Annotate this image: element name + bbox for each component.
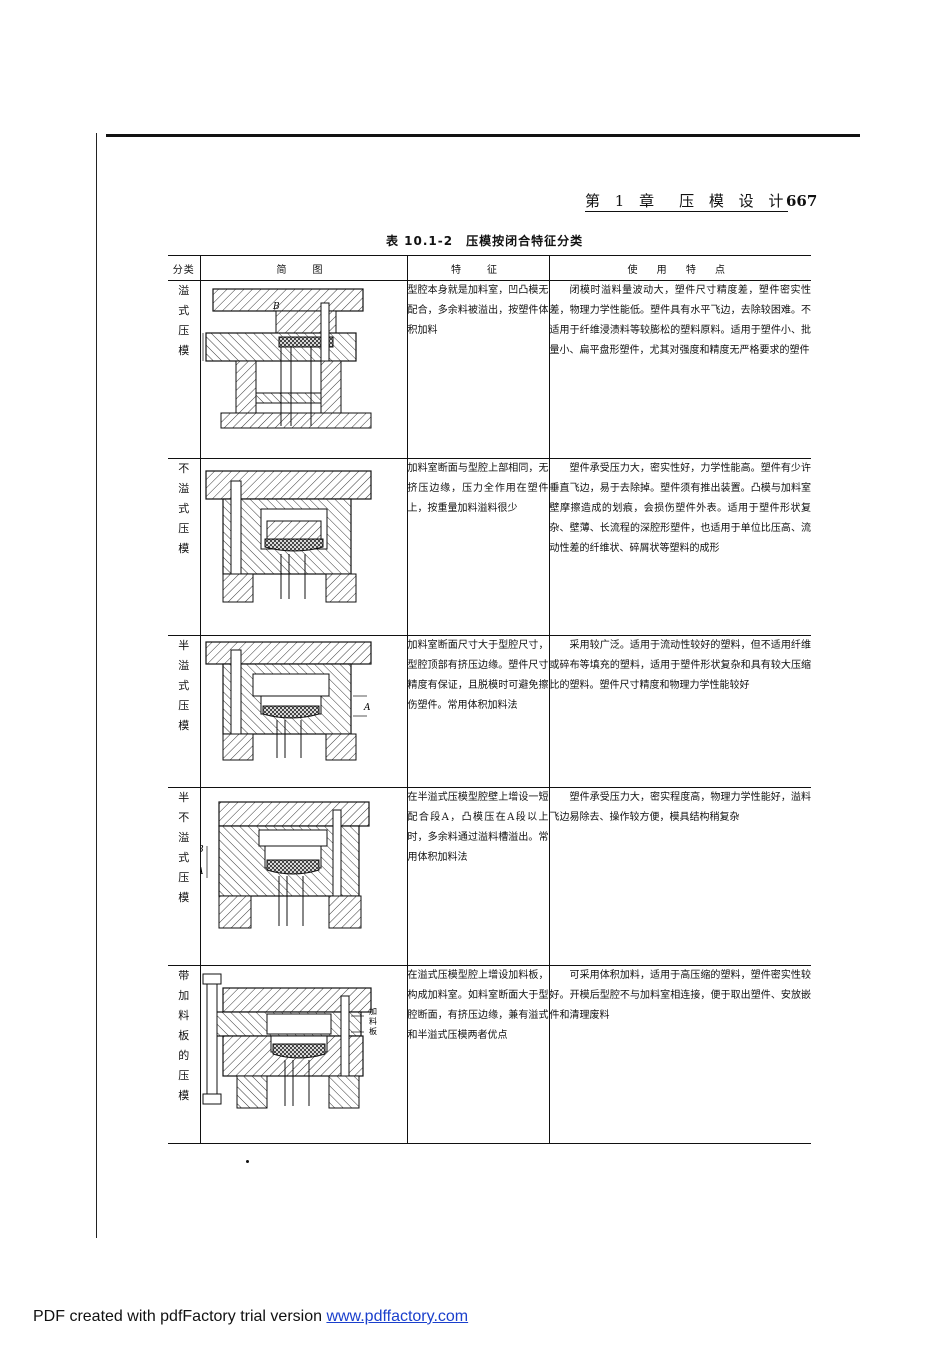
usage-cell: 闭模时溢料量波动大，塑件尺寸精度差，塑件密实性差，物理力学性能低。塑件具有水平飞… bbox=[549, 280, 811, 459]
category-char: 式 bbox=[178, 679, 190, 692]
usage-cell: 塑件承受压力大，密实性好，力学性能高。塑件有少许垂直飞边，易于去除掉。塑件须有推… bbox=[549, 458, 811, 636]
pdf-footer: PDF created with pdfFactory trial versio… bbox=[33, 1308, 468, 1326]
label-char: 加 bbox=[369, 1006, 377, 1016]
category-char: 不 bbox=[178, 811, 190, 824]
diagram-cell bbox=[200, 458, 408, 636]
footer-link[interactable]: www.pdffactory.com bbox=[326, 1308, 469, 1325]
col-header-usage: 使 用 特 点 bbox=[549, 255, 811, 281]
category-char: 压 bbox=[178, 1069, 190, 1082]
stray-dot bbox=[246, 1160, 249, 1163]
col-header-category: 分类 bbox=[168, 255, 201, 281]
loading-plate-mold-diagram: 加 料 板 bbox=[202, 973, 377, 1109]
footer-text: PDF created with pdfFactory trial versio… bbox=[33, 1308, 327, 1325]
category-char: 不 bbox=[178, 462, 190, 475]
dim-label: A bbox=[363, 703, 371, 713]
category-char: 模 bbox=[178, 542, 190, 555]
category-cell: 半 溢 式 压 模 bbox=[168, 635, 201, 788]
category-cell: 不 溢 式 压 模 bbox=[168, 458, 201, 636]
category-char: 带 bbox=[178, 969, 190, 982]
running-head: 第 1 章 压 模 设 计 bbox=[585, 192, 789, 212]
category-char: 溢 bbox=[178, 659, 190, 672]
col-header-feature: 特 征 bbox=[407, 255, 550, 281]
semi-positive-flash-mold-diagram: B A bbox=[201, 801, 370, 929]
category-char: 模 bbox=[178, 719, 190, 732]
category-cell: 溢 式 压 模 bbox=[168, 280, 201, 459]
category-cell: 半 不 溢 式 压 模 bbox=[168, 787, 201, 966]
category-char: 压 bbox=[178, 522, 190, 535]
category-char: 溢 bbox=[178, 284, 190, 297]
feature-cell: 在溢式压模型腔上增设加料板，构成加料室。如料室断面大于型腔断面，有挤压边缘，兼有… bbox=[407, 965, 550, 1144]
table-row: 带 加 料 板 的 压 模 bbox=[168, 965, 811, 1144]
header-rule bbox=[106, 134, 860, 137]
feature-cell: 型腔本身就是加料室，凹凸模无配合，多余料被溢出，按塑件体积加料 bbox=[407, 280, 550, 459]
col-header-diagram: 简 图 bbox=[200, 255, 408, 281]
dim-label: A bbox=[201, 344, 202, 354]
diagram-cell: 加 料 板 bbox=[200, 965, 408, 1144]
category-char: 压 bbox=[178, 871, 190, 884]
diagram-cell: B A bbox=[200, 280, 408, 459]
label-char: 料 bbox=[369, 1016, 377, 1026]
category-char: 半 bbox=[178, 791, 190, 804]
dim-label: A bbox=[201, 867, 204, 877]
table-row: 不 溢 式 压 模 bbox=[168, 458, 811, 636]
dim-label: B bbox=[201, 845, 204, 855]
category-char: 模 bbox=[178, 891, 190, 904]
flash-mold-diagram: B A bbox=[201, 288, 371, 429]
table-caption: 表 10.1-2 压模按闭合特征分类 bbox=[386, 234, 584, 248]
category-cell: 带 加 料 板 的 压 模 bbox=[168, 965, 201, 1144]
usage-cell: 塑件承受压力大，密实程度高，物理力学性能好，溢料飞边易除去、操作较方便，模具结构… bbox=[549, 787, 811, 966]
category-char: 式 bbox=[178, 304, 190, 317]
table-row: 半 不 溢 式 压 模 bbox=[168, 787, 811, 966]
category-char: 模 bbox=[178, 344, 190, 357]
category-char: 压 bbox=[178, 324, 190, 337]
category-char: 加 bbox=[178, 989, 190, 1002]
category-char: 式 bbox=[178, 502, 190, 515]
category-char: 溢 bbox=[178, 831, 190, 844]
category-char: 的 bbox=[178, 1049, 190, 1062]
category-char: 板 bbox=[178, 1029, 190, 1042]
category-char: 溢 bbox=[178, 482, 190, 495]
category-char: 式 bbox=[178, 851, 190, 864]
left-margin-rule bbox=[96, 133, 97, 1238]
page-number: 667 bbox=[786, 192, 818, 210]
category-char: 压 bbox=[178, 699, 190, 712]
feature-cell: 在半溢式压模型腔壁上增设一短配合段A，凸模压在A段以上时，多余料通过溢料槽溢出。… bbox=[407, 787, 550, 966]
positive-mold-diagram bbox=[204, 470, 372, 603]
usage-cell: 采用较广泛。适用于流动性较好的塑料，但不适用纤维或碎布等填充的塑料，适用于塑件形… bbox=[549, 635, 811, 788]
dim-label: B bbox=[272, 302, 280, 312]
table-row: 溢 式 压 模 bbox=[168, 280, 811, 459]
table-row: 半 溢 式 压 模 bbox=[168, 635, 811, 788]
feature-cell: 加料室断面与型腔上部相同，无挤压边缘，压力全作用在塑件上，按重量加料溢料很少 bbox=[407, 458, 550, 636]
semi-positive-mold-diagram: A bbox=[204, 641, 372, 761]
usage-cell: 可采用体积加料，适用于高压缩的塑料，塑件密实性较好。开模后型腔不与加料室相连接，… bbox=[549, 965, 811, 1144]
category-char: 半 bbox=[178, 639, 190, 652]
category-char: 模 bbox=[178, 1089, 190, 1102]
category-char: 料 bbox=[178, 1009, 190, 1022]
classification-table: 分类 简 图 特 征 使 用 特 点 溢 式 压 模 bbox=[168, 255, 811, 1144]
feature-cell: 加料室断面尺寸大于型腔尺寸，型腔顶部有挤压边缘。塑件尺寸精度有保证，且脱模时可避… bbox=[407, 635, 550, 788]
table-header-row: 分类 简 图 特 征 使 用 特 点 bbox=[168, 255, 811, 281]
label-char: 板 bbox=[369, 1026, 377, 1036]
diagram-cell: A bbox=[200, 635, 408, 788]
diagram-cell: B A bbox=[200, 787, 408, 966]
